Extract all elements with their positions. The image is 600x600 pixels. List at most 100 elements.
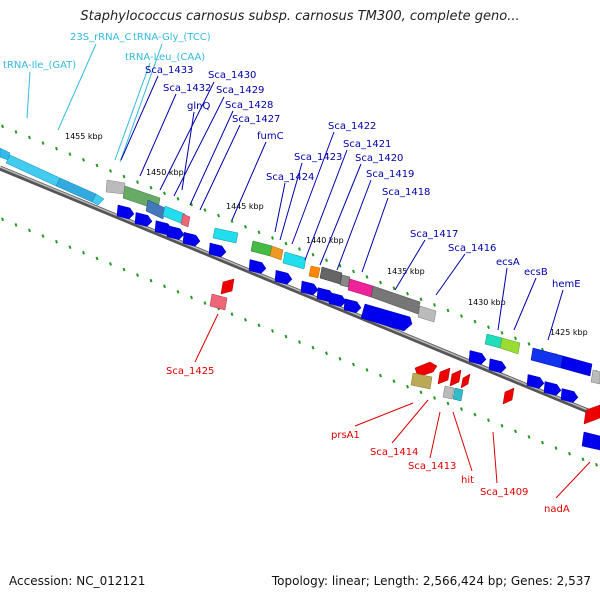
gene-label[interactable]: Sca_1418: [382, 187, 430, 198]
minus-labels: Sca_1425 prsA1 Sca_1414 Sca_1413 hit Sca…: [166, 366, 570, 515]
gene-label[interactable]: tRNA-Gly_(TCC): [133, 32, 211, 43]
gene-label[interactable]: Sca_1425: [166, 366, 214, 377]
gene-feature[interactable]: [502, 387, 515, 405]
tick-mark: [230, 219, 234, 224]
tick-mark: [392, 286, 396, 290]
tick-mark: [392, 379, 396, 383]
gene-label[interactable]: Sca_1422: [328, 121, 376, 132]
minus-strand-track: [209, 278, 600, 451]
kbp-mark: 1425 kbp: [550, 328, 588, 337]
tick-mark: [500, 423, 504, 428]
gene-label[interactable]: fumC: [257, 131, 284, 142]
gene-label[interactable]: Sca_1420: [355, 153, 403, 164]
gene-feature[interactable]: [105, 179, 126, 195]
tick-mark: [230, 312, 234, 317]
genome-backbone: [0, 165, 600, 419]
tick-mark: [203, 301, 207, 305]
gene-feature[interactable]: [460, 373, 471, 389]
gene-feature[interactable]: [452, 387, 464, 402]
gene-arrow: [543, 381, 562, 396]
gene-feature[interactable]: [209, 293, 228, 311]
gene-label[interactable]: hemE: [552, 279, 581, 290]
gene-feature[interactable]: [370, 285, 421, 315]
gene-feature[interactable]: [449, 369, 462, 387]
gene-feature[interactable]: [581, 431, 600, 451]
gene-feature[interactable]: [360, 303, 413, 332]
gene-label[interactable]: Sca_1423: [294, 152, 342, 163]
gene-feature[interactable]: [437, 367, 451, 385]
gene-feature[interactable]: [484, 333, 503, 349]
gene-label[interactable]: 23S_rRNA_C: [70, 32, 131, 43]
gene-feature[interactable]: [417, 305, 437, 323]
gene-feature[interactable]: [499, 337, 521, 355]
tick-mark: [257, 230, 261, 235]
gene-arrow: [182, 231, 201, 247]
gene-feature[interactable]: [347, 278, 374, 298]
gene-label[interactable]: Sca_1433: [145, 65, 193, 76]
gene-label[interactable]: Sca_1429: [216, 85, 264, 96]
gene-feature[interactable]: [530, 347, 564, 369]
gene-feature[interactable]: [560, 355, 593, 377]
gene-label[interactable]: Sca_1419: [366, 169, 414, 180]
gene-feature[interactable]: [145, 199, 166, 220]
gene-label[interactable]: tRNA-Leu_(CAA): [125, 52, 205, 63]
gene-label[interactable]: Sca_1413: [408, 461, 456, 472]
tick-mark: [352, 269, 355, 274]
tick-mark: [68, 152, 72, 157]
tick-mark: [365, 368, 369, 372]
gene-label[interactable]: Sca_1432: [163, 83, 211, 94]
label-leader-lines: [26, 43, 591, 499]
leader-line: [274, 182, 286, 233]
gene-feature[interactable]: [282, 251, 307, 270]
gene-feature[interactable]: [269, 245, 284, 261]
rna-labels: tRNA-Ile_(GAT) 23S_rRNA_C tRNA-Gly_(TCC)…: [3, 32, 211, 71]
tick-mark: [446, 401, 450, 406]
leader-line: [114, 62, 151, 161]
leader-line: [57, 43, 97, 131]
gene-feature[interactable]: [212, 227, 239, 244]
gene-arrow: [343, 298, 362, 314]
tick-mark: [581, 457, 585, 462]
gene-label[interactable]: Sca_1414: [370, 447, 418, 458]
gene-label[interactable]: ecsA: [496, 257, 520, 268]
tick-mark: [122, 174, 126, 179]
tick-mark: [190, 295, 193, 300]
gene-label[interactable]: prsA1: [331, 430, 360, 441]
gene-label[interactable]: Sca_1421: [343, 139, 391, 150]
gene-label[interactable]: Sca_1417: [410, 229, 458, 240]
gene-label[interactable]: Sca_1427: [232, 114, 280, 125]
gene-feature[interactable]: [583, 404, 600, 425]
tick-mark: [338, 264, 342, 268]
gene-label[interactable]: nadA: [544, 504, 570, 515]
tick-mark: [149, 185, 153, 190]
gene-label[interactable]: Sca_1416: [448, 243, 496, 254]
gene-label[interactable]: Sca_1430: [208, 70, 256, 81]
gene-arrow: [248, 259, 267, 274]
rna-feature[interactable]: [91, 193, 105, 206]
gene-feature[interactable]: [442, 385, 455, 400]
gene-feature[interactable]: [180, 213, 191, 228]
leader-line: [429, 411, 441, 459]
gene-feature[interactable]: [250, 240, 273, 257]
gene-feature[interactable]: [220, 278, 235, 295]
gene-label[interactable]: hit: [461, 475, 474, 486]
gene-feature[interactable]: [319, 266, 343, 285]
gene-label[interactable]: Sca_1409: [480, 487, 528, 498]
gene-label[interactable]: Sca_1428: [225, 100, 273, 111]
tick-mark: [271, 236, 274, 240]
gene-label[interactable]: tRNA-Ile_(GAT): [3, 60, 76, 71]
leader-line: [189, 110, 234, 206]
gene-feature[interactable]: [308, 265, 321, 279]
kbp-mark: 1440 kbp: [306, 236, 344, 245]
gene-feature[interactable]: [339, 274, 351, 288]
gene-label[interactable]: glnQ: [187, 101, 210, 112]
gene-label[interactable]: ecsB: [524, 267, 548, 278]
tick-mark: [163, 284, 166, 289]
gene-label[interactable]: Sca_1424: [266, 172, 314, 183]
tick-mark: [325, 258, 328, 263]
gene-feature[interactable]: [410, 372, 433, 390]
tick-mark: [82, 157, 85, 162]
tick-mark: [163, 191, 166, 196]
gene-feature[interactable]: [590, 369, 600, 385]
